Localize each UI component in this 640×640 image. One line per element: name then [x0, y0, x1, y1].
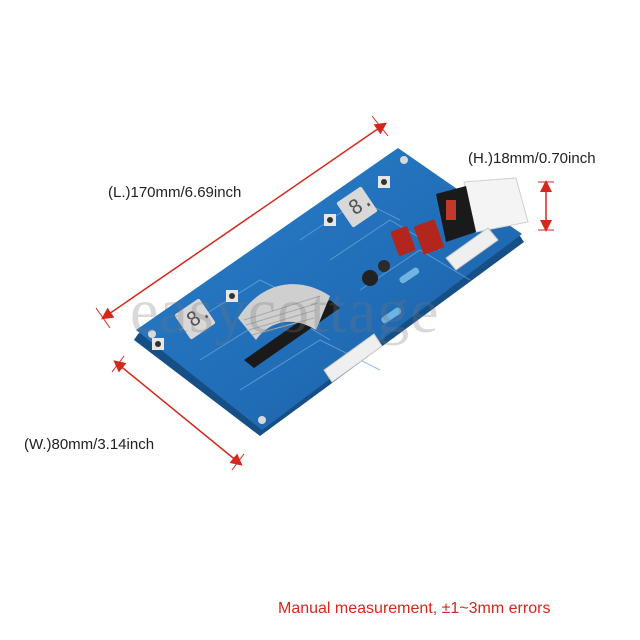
length-dimension-line: [95, 115, 389, 329]
resistor: [399, 267, 420, 284]
mounting-hole: [400, 156, 408, 164]
connector: [323, 333, 383, 383]
height-label: (H.)18mm/0.70inch: [468, 150, 596, 167]
push-button: [152, 338, 164, 350]
electrolytic-capacitor: [378, 260, 390, 272]
mounting-hole: [258, 416, 266, 424]
length-label: (L.)170mm/6.69inch: [108, 184, 242, 201]
mounting-hole: [148, 330, 156, 338]
connector: [445, 227, 499, 271]
relay: [436, 177, 529, 242]
push-button: [324, 214, 336, 226]
watermark-text: easycottage: [130, 275, 440, 346]
width-label: (W.)80mm/3.14inch: [24, 436, 155, 453]
capacitor: [414, 219, 444, 255]
height-dimension-line: [538, 180, 554, 232]
measurement-footnote: Manual measurement, ±1~3mm errors: [278, 600, 551, 617]
capacitor: [390, 226, 416, 256]
push-button: [378, 176, 390, 188]
width-dimension-line: [111, 355, 245, 471]
